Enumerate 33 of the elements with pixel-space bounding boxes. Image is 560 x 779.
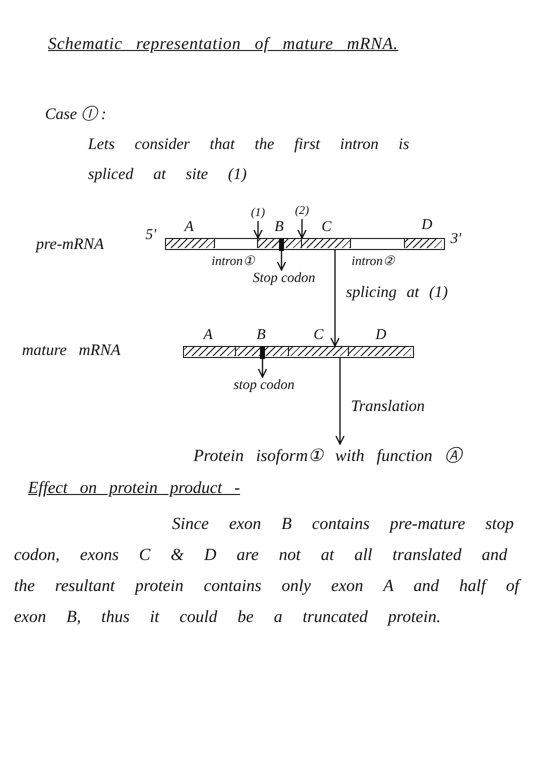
segment-label: D (376, 328, 386, 342)
row-label: pre-mRNA (36, 236, 104, 254)
arrow (330, 250, 340, 347)
arrow (297, 219, 307, 239)
segment-label: A (204, 328, 213, 342)
segment-label: A (184, 220, 194, 234)
segment-label: B (274, 220, 284, 234)
callout-label: Stop codon (245, 270, 323, 288)
site-label: (2) (288, 201, 316, 219)
intro-text: Lets consider that the first intron is spliced at site (1) (88, 135, 410, 185)
case-heading: Case Ⓘ : (45, 104, 106, 125)
callout-label: stop codon (225, 377, 303, 395)
stop-codon-mark (278, 239, 284, 251)
segment-label: C (322, 220, 332, 234)
segment-label: D (422, 218, 432, 232)
arrow (253, 221, 263, 239)
row-label: mature mRNA (22, 342, 121, 360)
body-text: Since exon B contains pre-mature stop codon, exons C & D are not at all translated and the resultant protein contains only exon A and half of exon B, thus it could be a truncated protein. (14, 513, 522, 628)
arrow (258, 358, 268, 378)
end-label: 5' (146, 228, 156, 242)
site-label: (1) (244, 203, 272, 221)
section-heading: Effect on protein product - (28, 478, 240, 498)
page-title: Schematic representation of mature mRNA. (48, 34, 398, 54)
segment-label: B (256, 328, 266, 342)
edge-label: splicing at (1) (346, 284, 448, 302)
end-label: 3' (450, 232, 462, 246)
segment-label: intron② (352, 254, 395, 266)
arrow (335, 358, 345, 445)
arrow (276, 250, 286, 271)
segment-label: intron① (212, 254, 255, 266)
segment-label: C (314, 328, 324, 342)
stop-codon-mark (260, 347, 264, 359)
result-label: Protein isoform① with function Ⓐ (165, 444, 490, 468)
